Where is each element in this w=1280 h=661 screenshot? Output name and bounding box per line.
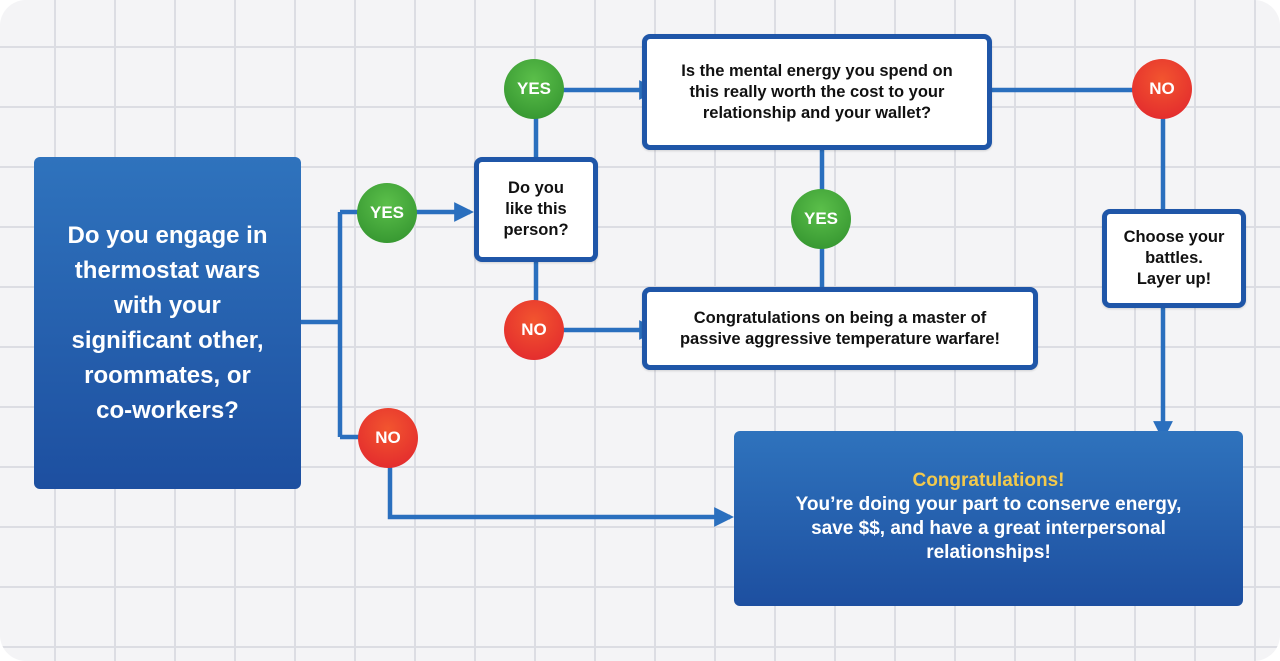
start-question-line: thermostat wars — [74, 257, 261, 284]
final-outcome-line: You’re doing your part to conserve energ… — [795, 494, 1182, 515]
start-question-line: significant other, — [71, 327, 264, 354]
yes-badge-start: YES — [357, 183, 417, 243]
start-question-line: co-workers? — [96, 397, 239, 424]
start-question-line: Do you engage in — [67, 222, 268, 249]
no-badge-worth: NO — [1132, 59, 1192, 119]
final-outcome-box: Congratulations! You’re doing your part … — [734, 431, 1243, 606]
start-question-box: Do you engage in thermostat wars with yo… — [34, 157, 301, 489]
worth-question-box: Is the mental energy you spend on this r… — [642, 34, 992, 150]
yes-badge-like: YES — [504, 59, 564, 119]
worth-question-line: this really worth the cost to your — [689, 82, 945, 101]
worth-question-line: Is the mental energy you spend on — [681, 61, 953, 80]
like-question-line: like this — [505, 200, 567, 218]
worth-question-line: relationship and your wallet? — [702, 103, 932, 122]
master-outcome-line: passive aggressive temperature warfare! — [679, 329, 1001, 348]
no-badge-like: NO — [504, 300, 564, 360]
like-question-line: person? — [503, 221, 569, 239]
battles-outcome-line: Choose your — [1123, 228, 1225, 246]
master-outcome-line: Congratulations on being a master of — [693, 308, 987, 327]
no-badge-start: NO — [358, 408, 418, 468]
final-outcome-line: relationships! — [926, 542, 1051, 563]
like-question-box: Do you like this person? — [474, 157, 598, 262]
like-question-line: Do you — [508, 179, 564, 197]
yes-badge-worth: YES — [791, 189, 851, 249]
start-question-line: roommates, or — [84, 362, 251, 389]
final-outcome-line: save $$, and have a great interpersonal — [811, 518, 1166, 539]
battles-outcome-line: battles. — [1145, 249, 1203, 267]
master-outcome-box: Congratulations on being a master of pas… — [642, 287, 1038, 370]
start-question-line: with your — [114, 292, 221, 319]
battles-outcome-box: Choose your battles. Layer up! — [1102, 209, 1246, 308]
final-outcome-heading: Congratulations! — [912, 470, 1065, 491]
battles-outcome-line: Layer up! — [1136, 270, 1212, 288]
connector-worth-no — [988, 87, 1166, 210]
